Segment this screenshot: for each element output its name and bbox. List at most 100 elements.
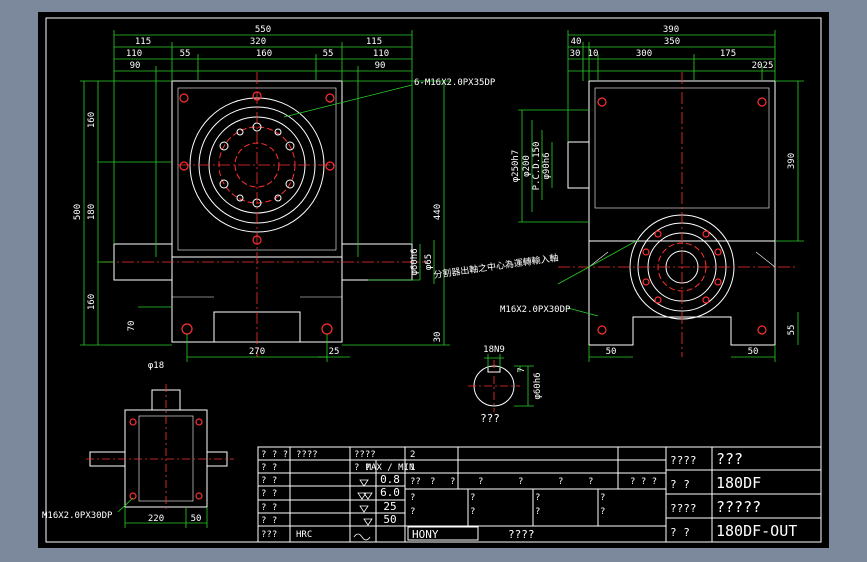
grid-mark: ?: [410, 493, 415, 503]
front-top-dim: 55: [180, 49, 191, 59]
side-top-dim: 30: [570, 49, 581, 59]
front-top-dim: 90: [375, 61, 386, 71]
title-block: [257, 446, 822, 543]
title-right-value: ?????: [716, 498, 761, 516]
rev-row-cell: ?: [518, 477, 523, 487]
side-bottom-dim: 50: [748, 347, 759, 357]
roughness-value: 50: [383, 513, 396, 526]
title-right-label: ? ?: [670, 478, 690, 491]
side-top-dim: 10: [588, 49, 599, 59]
front-right-dim: 440: [433, 204, 443, 220]
side-top-dim: 20: [752, 61, 763, 71]
front-right-dim: 30: [433, 332, 443, 343]
grid-mark: ?: [535, 493, 540, 503]
front-top-dim: 320: [250, 37, 266, 47]
grid-mark: ?: [600, 493, 605, 503]
roughness-header: MAX / MIN: [366, 463, 415, 473]
rev-row-cell: ?: [430, 477, 435, 487]
title-left-value: HRC: [296, 530, 312, 540]
title-left-code: ? ?: [354, 463, 370, 473]
title-right-value: 180DF-OUT: [716, 522, 797, 540]
rev-number: 2: [410, 450, 415, 460]
front-bottom-dim: 25: [329, 347, 340, 357]
front-note: 分割器出軸之中心為運轉輸入軸: [433, 252, 559, 281]
side-left-dim: φ250h7: [511, 150, 521, 183]
front-bottom-dim: 270: [249, 347, 265, 357]
rev-row-cell: ? ? ?: [630, 477, 657, 487]
side-left-dim: φ90h6: [542, 152, 552, 179]
title-left-value: ????: [296, 450, 318, 460]
title-right-label: ? ?: [670, 526, 690, 539]
front-left-dim: 180: [87, 204, 97, 220]
rev-row-cell: ?: [558, 477, 563, 487]
front-left-dim: 160: [87, 294, 97, 310]
title-left-label: ? ?: [261, 503, 277, 513]
side-bottom-dim: 50: [606, 347, 617, 357]
title-left-label: ? ?: [261, 476, 277, 486]
company-name: HONY: [412, 528, 439, 541]
side-left-dim: P.C.D.150: [532, 142, 542, 191]
front-left-dim: 160: [87, 112, 97, 128]
rev-row-cell: ?: [450, 477, 455, 487]
title-left-label: ? ?: [261, 516, 277, 526]
side-top-dim: 40: [571, 37, 582, 47]
side-left-dim: φ200: [522, 155, 532, 177]
side-dim-lines: [518, 30, 804, 362]
key-detail: [468, 354, 534, 412]
rev-row-cell: ?: [588, 477, 593, 487]
title-right-label: ????: [670, 454, 697, 467]
side-top-dim: 390: [663, 25, 679, 35]
roughness-value: 0.8: [380, 473, 400, 486]
front-bottom-dim: φ18: [148, 361, 164, 371]
bottom-view: [86, 384, 234, 528]
roughness-value: 25: [383, 500, 396, 513]
side-callout: M16X2.0PX30DP: [500, 305, 571, 315]
cad-drawing: 5501153201151105516055110909050016018016…: [42, 17, 822, 543]
side-right-dim: 390: [787, 153, 797, 169]
rev-number: 1: [410, 463, 415, 473]
front-right-dim: φ65: [424, 254, 434, 270]
side-top-dim: 300: [636, 49, 652, 59]
rev-row-cell: ??: [410, 477, 421, 487]
front-top-dim: 115: [135, 37, 151, 47]
grid-mark: ?: [470, 493, 475, 503]
bottom-dim: 50: [191, 514, 202, 524]
side-right-dim: 55: [787, 325, 797, 336]
title-right-value: 180DF: [716, 474, 761, 492]
front-top-dim: 55: [323, 49, 334, 59]
title-left-label: ???: [261, 530, 277, 540]
bottom-dim: 220: [148, 514, 164, 524]
front-top-dim: 550: [255, 25, 271, 35]
front-left-dim: 500: [73, 204, 83, 220]
key-depth-dim: 7: [517, 367, 527, 372]
front-top-dim: 160: [256, 49, 272, 59]
title-right-value: ???: [716, 450, 743, 468]
side-top-dim: 175: [720, 49, 736, 59]
title-left-label: ? ?: [261, 463, 277, 473]
rev-row-cell: ?: [478, 477, 483, 487]
bottom-callout: M16X2.0PX30DP: [42, 511, 113, 521]
title-left-code: ????: [354, 450, 376, 460]
grid-mark: ?: [470, 507, 475, 517]
grid-mark: ?: [410, 507, 415, 517]
front-dim-lines: [80, 30, 450, 362]
front-view: [80, 30, 450, 362]
title-left-label: ? ? ?: [261, 450, 288, 460]
front-callout: 6-M16X2.0PX35DP: [414, 78, 496, 88]
front-top-dim: 115: [366, 37, 382, 47]
side-input-hub: [567, 141, 590, 189]
roughness-value: 6.0: [380, 486, 400, 499]
grid-mark: ?: [600, 507, 605, 517]
front-top-dim: 110: [126, 49, 142, 59]
title-right-label: ????: [670, 502, 697, 515]
side-top-dim: 350: [664, 37, 680, 47]
front-top-dim: 90: [130, 61, 141, 71]
company-suffix: ????: [508, 528, 535, 541]
key-detail-label: ???: [480, 412, 500, 425]
front-right-dim: φ60h6: [410, 248, 420, 275]
side-top-dim: 25: [763, 61, 774, 71]
side-view: [518, 30, 804, 362]
key-width-dim: 18N9: [483, 345, 505, 355]
front-top-dim: 110: [373, 49, 389, 59]
